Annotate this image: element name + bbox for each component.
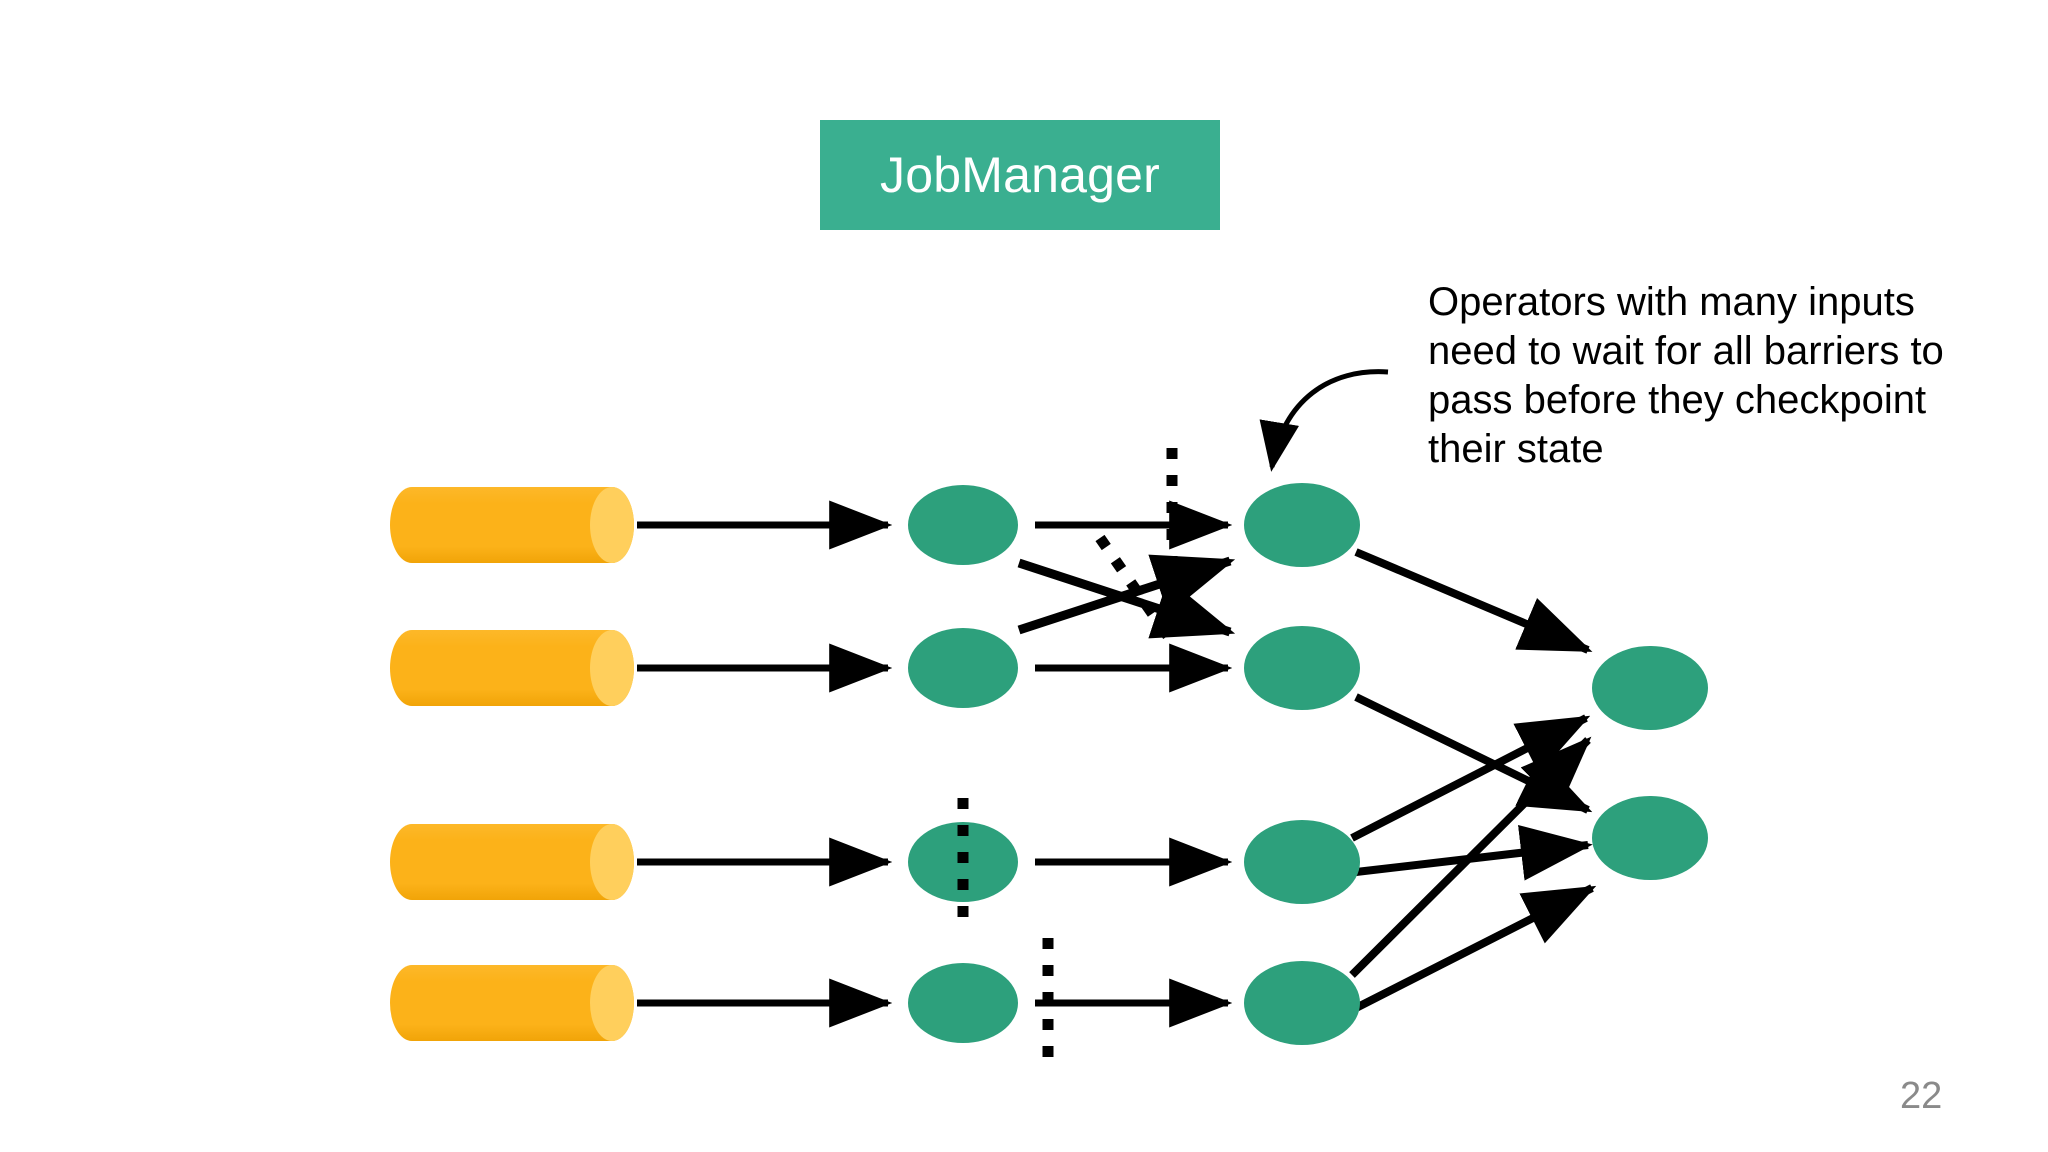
checkpoint-barriers [957,448,1178,1068]
source-cylinder [390,965,634,1041]
jobmanager-box: JobManager [820,120,1220,230]
edge-op2d-sink1 [1349,736,1592,978]
operator-node [1244,483,1360,567]
cylinder-cap [590,487,634,563]
page-number: 22 [1900,1075,1943,1117]
operator-node [1244,820,1360,904]
sink-operators [1592,646,1708,880]
annotation-pointer-arrow [1259,369,1389,472]
edge-op2b-sink2 [1354,693,1593,814]
operator-node [908,963,1018,1043]
source-cylinder [390,487,634,563]
edges-stage2-to-sinks [1349,548,1597,1014]
sink-node [1592,796,1708,880]
sink-node [1592,646,1708,730]
source-cylinder [390,630,634,706]
edge-op2a-sink1 [1354,548,1593,654]
annotation-text: Operators with many inputs need to wait … [1428,280,1944,471]
cylinder-cap [590,965,634,1041]
operator-node [1244,961,1360,1045]
edges-source-to-stage1 [637,500,893,1028]
operator-node [908,485,1018,565]
source-cylinders [390,487,634,1041]
cylinder-cap [590,824,634,900]
operator-node [908,628,1018,708]
jobmanager-label: JobManager [880,147,1160,203]
edges-stage1-to-stage2 [1017,500,1236,1028]
stage1-operators [908,485,1018,1043]
cylinder-cap [590,630,634,706]
stage2-operators [1244,483,1360,1045]
curved-arrow-icon [1259,369,1389,472]
source-cylinder [390,824,634,900]
operator-node [1244,626,1360,710]
edge-op2d-sink2 [1350,884,1597,1014]
barrier-stream-2 [1095,534,1177,646]
edge-op1b-op2a [1017,554,1236,635]
